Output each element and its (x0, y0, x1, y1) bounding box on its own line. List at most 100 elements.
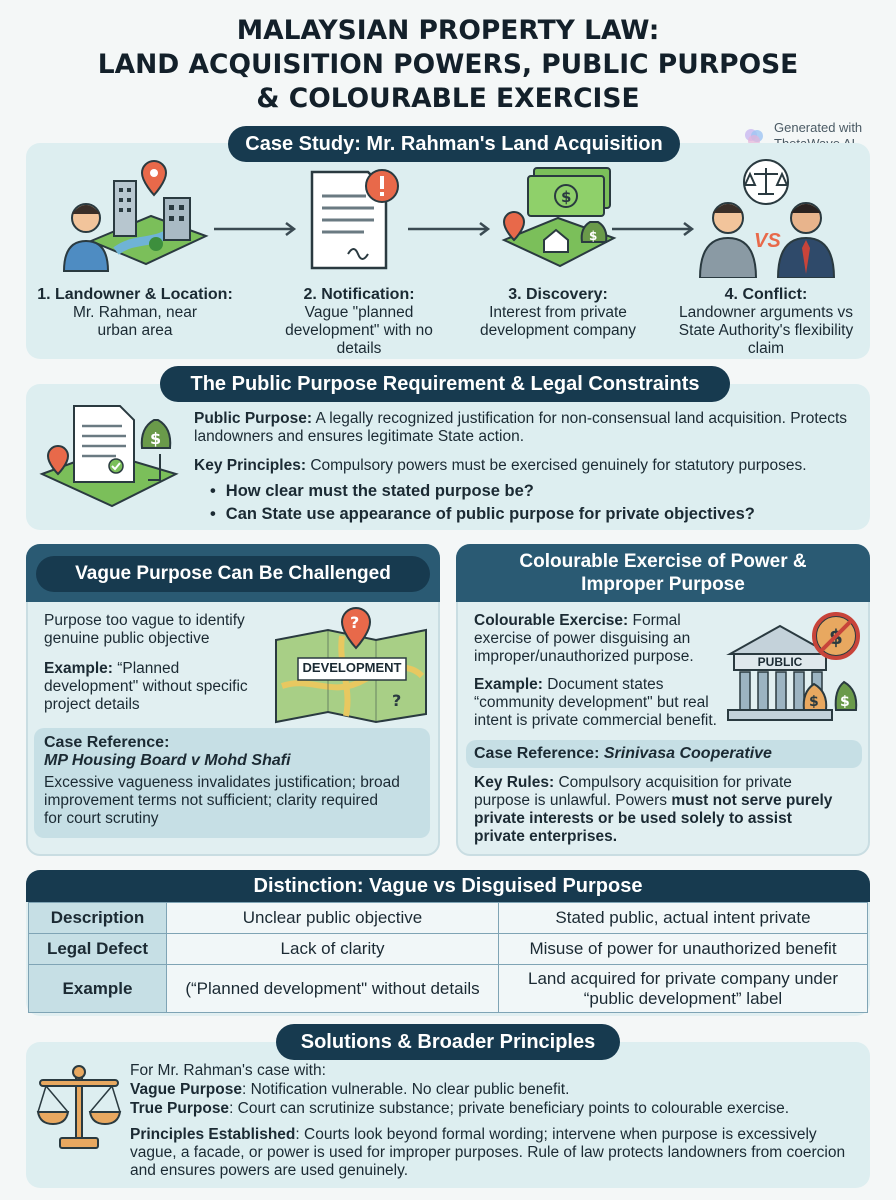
solutions-heading: Solutions & Broader Principles (276, 1024, 620, 1060)
vague-intro: Purpose too vague to identify genuine pu… (44, 612, 245, 647)
step-1-label: 1. Landowner & Location: Mr. Rahman, nea… (30, 286, 240, 340)
step-1-desc: Mr. Rahman, near urban area (72, 304, 198, 339)
colourable-header-bar (456, 544, 870, 602)
vs-badge: VS (754, 230, 781, 252)
principles-established-text: : Courts look beyond formal wording; int… (130, 1126, 846, 1179)
vague-cell: Lack of clarity (166, 933, 499, 965)
vague-case-reference-box (34, 728, 430, 838)
true-purpose-solution-text: : Court can scrutinize substance; privat… (229, 1100, 790, 1117)
watermark-line-1: Generated with (774, 120, 863, 135)
svg-text:$: $ (589, 229, 597, 243)
vague-purpose-solution-label: Vague Purpose (130, 1081, 242, 1098)
svg-text:?: ? (392, 691, 401, 710)
row-label: Example (28, 964, 167, 1013)
public-purpose-heading: The Public Purpose Requirement & Legal C… (160, 366, 730, 402)
question-item: Can State use appearance of public purpo… (210, 503, 860, 526)
scales-of-justice-icon (36, 1065, 122, 1149)
colourable-example-text: Document states “community development" … (474, 676, 717, 729)
disguised-cell: Misuse of power for unauthorized benefit (498, 933, 868, 965)
colourable-ref-label: Case Reference: (474, 745, 600, 762)
building-label: PUBLIC (757, 655, 803, 669)
principles-established: Principles Established: Courts look beyo… (130, 1126, 860, 1180)
row-label: Legal Defect (28, 933, 167, 965)
document-land-icon: $ (39, 405, 179, 508)
svg-text:$: $ (809, 694, 819, 710)
disguised-cell: Stated public, actual intent private (498, 902, 868, 934)
step-2-label: 2. Notification: Vague "planned developm… (280, 286, 438, 358)
solutions-intro: For Mr. Rahman's case with: (130, 1062, 326, 1079)
key-principles-text: Compulsory powers must be exercised genu… (310, 457, 807, 474)
svg-text:$: $ (561, 188, 571, 206)
key-rules-label: Key Rules: (474, 774, 555, 791)
vague-example-text: “Planned development" without specific p… (44, 660, 248, 713)
table-row: Description Unclear public objective Sta… (28, 902, 868, 934)
vague-ref-text: Excessive vagueness invalidates justific… (44, 774, 400, 827)
colourable-definition: Colourable Exercise: Formal exercise of … (474, 612, 724, 666)
svg-text:$: $ (840, 694, 850, 710)
map-label: DEVELOPMENT (302, 660, 402, 675)
true-purpose-solution: True Purpose: Court can scrutinize subst… (130, 1100, 866, 1118)
title-line-3: & COLOURABLE EXERCISE (256, 83, 640, 114)
step-4-title: 4. Conflict: (724, 286, 808, 303)
key-rules: Key Rules: Compulsory acquisition for pr… (474, 774, 846, 846)
key-rules-bold: must not serve purely private interests … (474, 792, 833, 845)
question-item: How clear must the stated purpose be? (210, 480, 860, 503)
true-purpose-solution-label: True Purpose (130, 1100, 230, 1117)
public-purpose-label: Public Purpose: (194, 410, 312, 427)
colourable-example: Example: Document states “community deve… (474, 676, 726, 730)
development-map-icon: ? ? (275, 606, 427, 724)
conflict-people-icon (698, 159, 836, 278)
distinction-table: Description Unclear public objective Sta… (28, 902, 868, 1013)
vague-ref-label: Case Reference: (44, 734, 170, 751)
colourable-ref-case: Srinivasa Cooperative (603, 745, 772, 762)
vague-example: Example: “Planned development" without s… (44, 660, 264, 714)
distinction-header-bar (26, 870, 870, 902)
colourable-example-label: Example: (474, 676, 543, 693)
colourable-heading: Colourable Exercise of Power & Improper … (456, 550, 870, 596)
colourable-def-text: Formal exercise of power disguising an i… (474, 612, 694, 665)
page-title: MALAYSIAN PROPERTY LAW: LAND ACQUISITION… (0, 14, 896, 116)
vague-ref-case: MP Housing Board v Mohd Shafi (44, 752, 291, 769)
svg-text:$: $ (150, 429, 161, 448)
vague-purpose-solution-text: : Notification vulnerable. No clear publ… (241, 1081, 570, 1098)
case-study-heading: Case Study: Mr. Rahman's Land Acquisitio… (228, 126, 680, 162)
arrow-right-icon (214, 222, 297, 236)
vague-cell: Unclear public objective (166, 902, 499, 934)
vague-cell: (“Planned development" without details (166, 964, 499, 1013)
table-row: Example (“Planned development" without d… (28, 964, 868, 1013)
step-4-desc: Landowner arguments vs State Authority's… (678, 304, 854, 357)
row-label: Description (28, 902, 167, 934)
money-land-icon: $ $ (501, 167, 617, 268)
colourable-heading-line-2: Improper Purpose (581, 574, 745, 595)
landowner-city-icon (62, 159, 209, 272)
colourable-case-reference: Case Reference: Srinivasa Cooperative (474, 745, 854, 763)
arrow-right-icon (612, 222, 695, 236)
arrow-right-icon (408, 222, 491, 236)
vague-case-reference: Case Reference: MP Housing Board v Mohd … (44, 734, 424, 770)
svg-text:?: ? (350, 613, 359, 632)
colourable-def-label: Colourable Exercise: (474, 612, 629, 629)
step-3-desc: Interest from private development compan… (480, 304, 636, 339)
solutions-panel (26, 1042, 870, 1188)
vague-example-label: Example: (44, 660, 113, 677)
step-3-title: 3. Discovery: (508, 286, 608, 303)
public-building-icon: $ $ $ (726, 612, 860, 721)
key-principles: Key Principles: Compulsory powers must b… (194, 457, 858, 475)
vague-purpose-solution: Vague Purpose: Notification vulnerable. … (130, 1081, 860, 1099)
key-rules-text: Compulsory acquisition for private purpo… (474, 774, 792, 809)
public-purpose-text: A legally recognized justification for n… (194, 410, 848, 445)
notification-document-icon (310, 169, 399, 270)
step-4-label: 4. Conflict: Landowner arguments vs Stat… (666, 286, 866, 358)
step-2-desc: Vague "planned development" with no deta… (285, 304, 433, 357)
distinction-heading: Distinction: Vague vs Disguised Purpose (253, 875, 643, 897)
vague-purpose-heading: Vague Purpose Can Be Challenged (36, 556, 430, 592)
question-list: How clear must the stated purpose be? Ca… (210, 480, 860, 526)
colourable-case-reference-box (466, 740, 862, 768)
key-principles-label: Key Principles: (194, 457, 306, 474)
table-row: Legal Defect Lack of clarity Misuse of p… (28, 933, 868, 965)
principles-established-label: Principles Established (130, 1126, 296, 1143)
disguised-cell: Land acquired for private company under … (498, 964, 868, 1013)
step-3-label: 3. Discovery: Interest from private deve… (458, 286, 658, 340)
public-purpose-definition: Public Purpose: A legally recognized jus… (194, 410, 858, 446)
title-line-2: LAND ACQUISITION POWERS, PUBLIC PURPOSE (97, 49, 799, 80)
